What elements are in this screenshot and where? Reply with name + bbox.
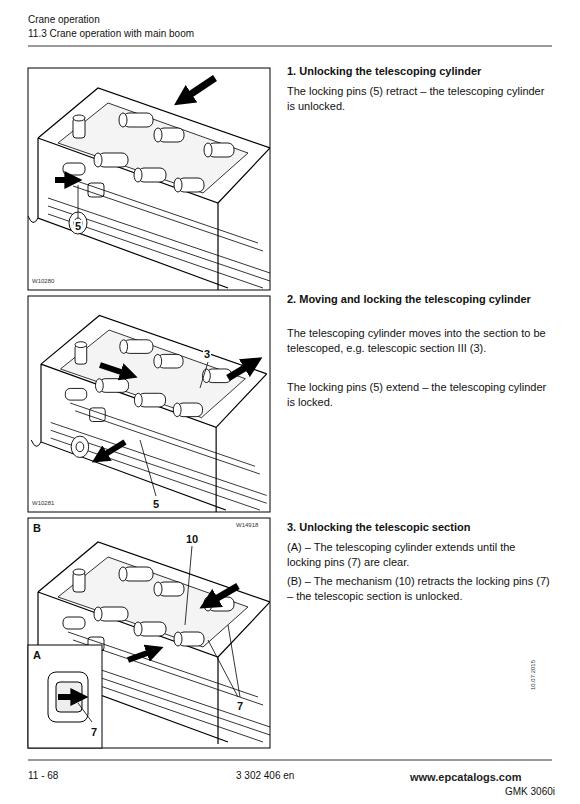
step-text: (A) – The telescoping cylinder extends u… [287,540,552,570]
step-text: The locking pins (5) retract – the teles… [287,84,552,114]
figure-id: W14918 [236,522,268,529]
figure-id: W10281 [32,500,92,507]
watermark: www.epcatalogs.com [410,770,560,785]
callout-number: 7 [90,726,98,738]
panel-2 [28,296,270,512]
panel-3 [28,518,270,748]
header-rule [28,46,552,47]
header-text: 11.3 Crane operation with main boom [28,28,328,40]
panel-letter: A [32,649,42,661]
step-text: The locking pins (5) extend – the telesc… [287,380,552,410]
document-number: 3 302 406 en [236,770,336,782]
callout-number: 7 [236,700,244,712]
header-text: Crane operation [28,14,328,26]
step-heading: 3. Unlocking the telescopic section [287,520,552,535]
date-stamp: 10.07.2015 [530,660,537,690]
panel-1 [28,68,270,290]
step-heading: 1. Unlocking the telescoping cylinder [287,64,552,79]
footer-rule [28,760,552,761]
model-name: GMK 3060i [505,786,575,798]
page-number: 11 - 68 [28,770,108,782]
callout-number: 10 [185,533,199,545]
callout-number: 5 [74,220,82,232]
step-heading: 2. Moving and locking the telescoping cy… [287,292,537,307]
callout-number: 5 [152,498,160,510]
panel-letter: B [32,522,42,534]
step-text: The telescoping cylinder moves into the … [287,326,552,356]
callout-number: 3 [203,348,211,360]
figure-id: W10280 [32,278,92,285]
step-text: (B) – The mechanism (10) retracts the lo… [287,574,552,604]
